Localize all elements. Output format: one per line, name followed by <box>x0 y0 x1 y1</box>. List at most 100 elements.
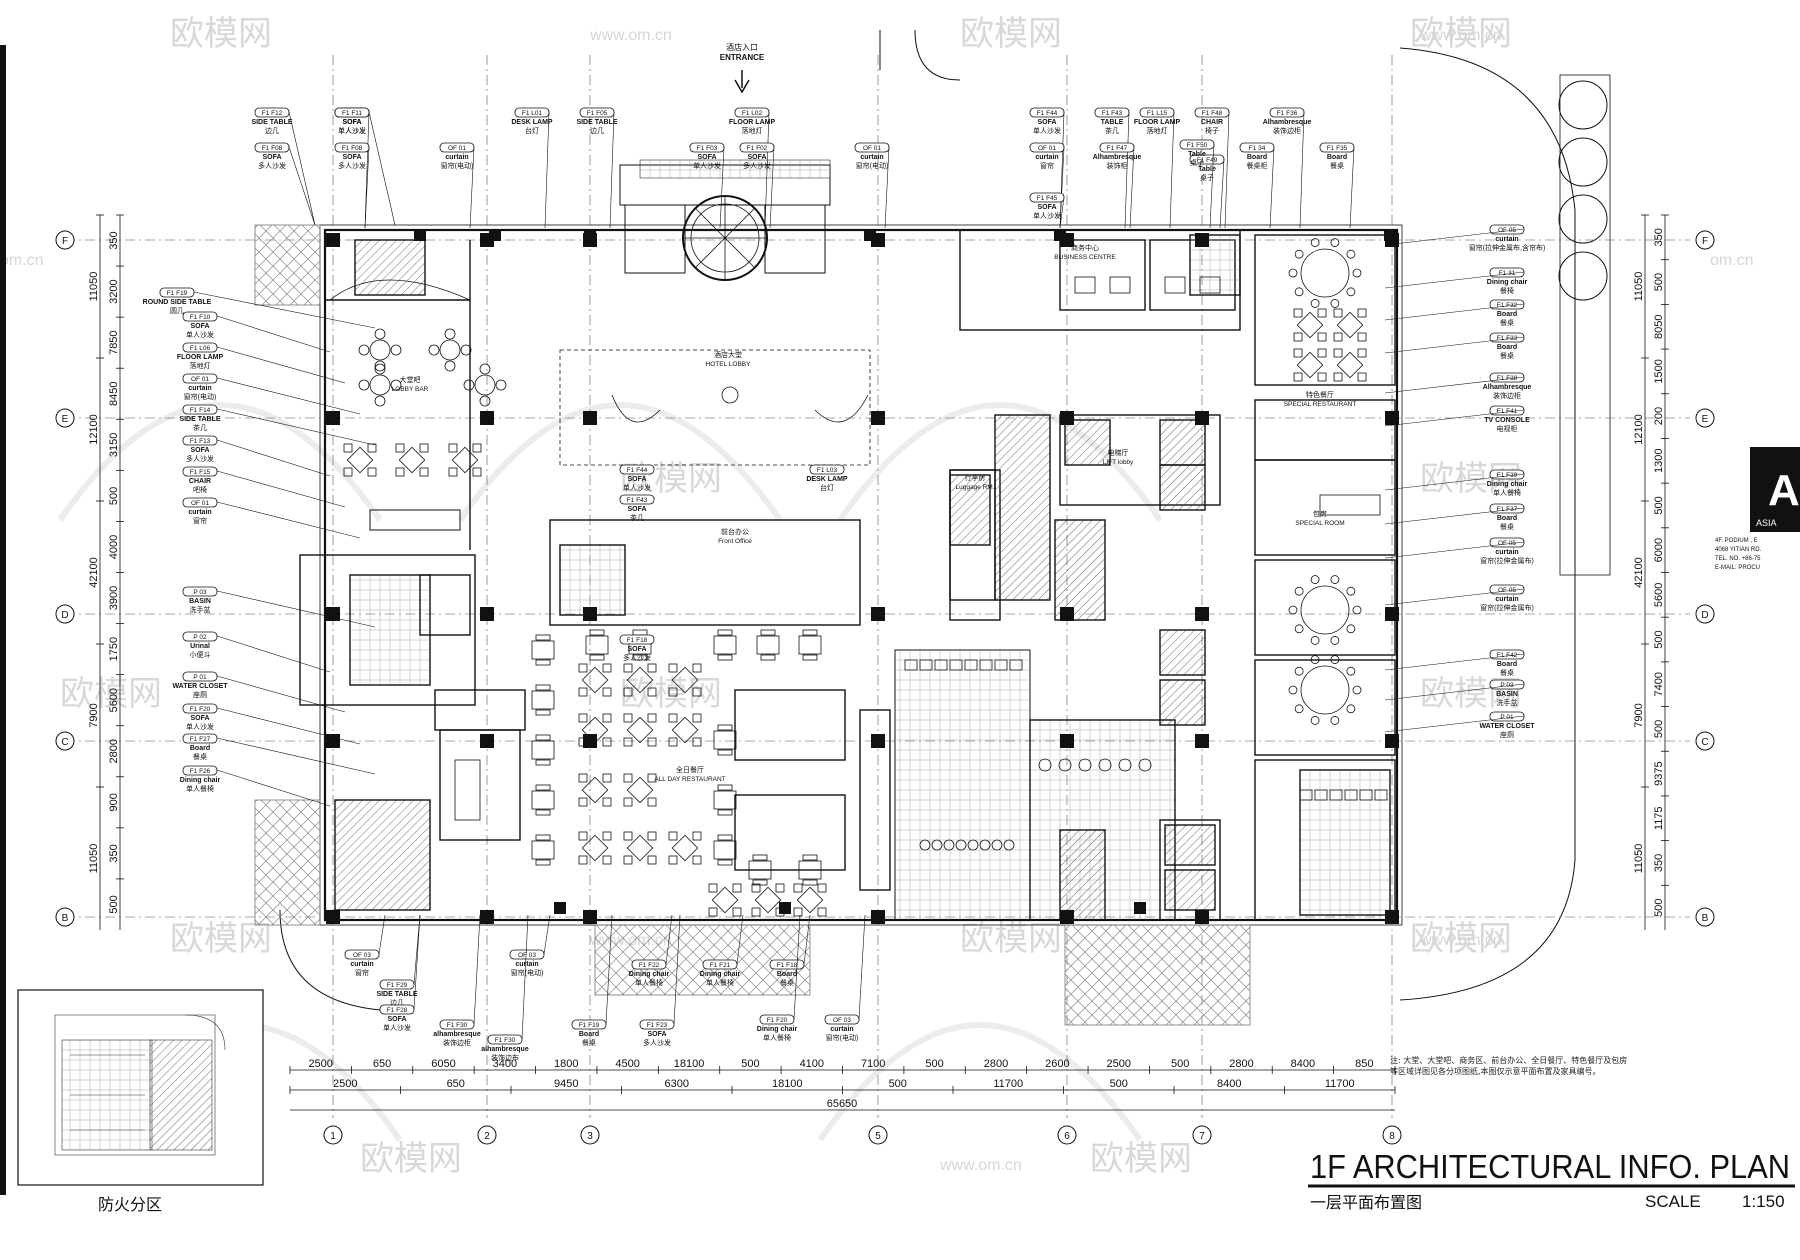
dining-table <box>626 716 654 744</box>
watermark-brand: 欧模网 <box>170 14 272 54</box>
dining-chair <box>395 467 405 477</box>
axis-label-row: F <box>62 236 68 247</box>
chair <box>717 654 733 661</box>
callout-name-cn: 椅子 <box>1205 126 1219 135</box>
kitchen-equipment <box>955 839 967 851</box>
callout-tag <box>769 959 805 970</box>
dining-chair <box>1317 308 1327 318</box>
lounge-chair <box>374 360 386 372</box>
desk <box>1074 276 1096 294</box>
dining-chair <box>775 907 785 917</box>
table-2p <box>531 640 555 660</box>
callout-leader <box>609 111 615 229</box>
callout-code: F1 F19 <box>579 1022 600 1029</box>
callout-name: SIDE TABLE <box>251 119 292 126</box>
callout-name-cn: 单人餐椅 <box>706 978 734 987</box>
callout-name-cn: 多人沙发 <box>338 161 366 170</box>
lounge-table <box>369 374 391 396</box>
chair <box>535 684 551 691</box>
dining-table <box>626 666 654 694</box>
callout-code: OF 01 <box>191 500 209 507</box>
dining-table <box>581 716 609 744</box>
axis-bubble-col <box>477 1125 497 1145</box>
callout-name: Alhambresque <box>1263 119 1312 126</box>
chair <box>717 749 733 756</box>
callout-name: curtain <box>1495 236 1518 243</box>
column <box>871 607 885 621</box>
callout-name-cn: 窗帘(拉伸金属布,含帘布) <box>1469 243 1546 252</box>
callout-name: DESK LAMP <box>806 476 848 483</box>
dining-chair <box>668 663 678 673</box>
callout-leader <box>216 769 331 807</box>
kitchen-equipment <box>919 659 933 671</box>
watermark-arc <box>837 402 1163 522</box>
kitchen-equipment <box>964 659 978 671</box>
interior-walls <box>299 229 1396 921</box>
dining-chair <box>692 713 702 723</box>
dining-chair <box>668 831 678 841</box>
room-label-cn: 商务中心 <box>1071 243 1099 252</box>
kitchen-equipment <box>1009 659 1023 671</box>
watermark-url: om.cn <box>1710 252 1754 269</box>
dimension-value: 350 <box>108 231 120 249</box>
chair <box>752 854 768 861</box>
dining-chair <box>1333 348 1343 358</box>
callout-name: SOFA <box>190 323 209 330</box>
dimension-value: 2500 <box>1107 1058 1131 1070</box>
callout-code: F1 F33 <box>1497 335 1518 342</box>
callout-code: F1 F23 <box>647 1022 668 1029</box>
callout-leader <box>1209 143 1215 229</box>
callout-name-cn: 桌子 <box>1190 158 1204 167</box>
room-label-cn: 包房 <box>1313 509 1327 518</box>
column <box>326 734 340 748</box>
callout-code: OF 05 <box>1498 540 1516 547</box>
dining-chair <box>1357 348 1367 358</box>
watermark-brand: 欧模网 <box>60 674 162 714</box>
callout-code: F1 31 <box>1499 270 1516 277</box>
lounge-chair <box>390 379 402 391</box>
callout-name: Board <box>1497 344 1517 351</box>
column <box>326 233 340 247</box>
callout-code: F1 F08 <box>262 145 283 152</box>
dimension-value: 12100 <box>88 414 100 445</box>
lounge-chair <box>374 328 386 340</box>
dimension-value: 500 <box>108 895 120 913</box>
column <box>779 902 791 914</box>
axis-label-row: B <box>1702 913 1709 924</box>
callout-code: OF 05 <box>1498 587 1516 594</box>
axis-bubble-row <box>55 604 75 624</box>
dimension-value: 3900 <box>108 586 120 610</box>
column <box>1385 411 1399 425</box>
watermark-url: om.cn <box>0 252 44 269</box>
dining-chair <box>602 797 612 807</box>
axis-bubble-col <box>1382 1125 1402 1145</box>
room-label-cn: 电梯厅 <box>1108 448 1129 457</box>
callout-name: curtain <box>188 385 211 392</box>
callout-name-cn: 单人沙发 <box>186 722 214 731</box>
callout-code: P 03 <box>1500 682 1514 689</box>
dimension-value: 350 <box>1653 854 1665 872</box>
callout-code: OF 03 <box>353 952 371 959</box>
dining-chair <box>578 831 588 841</box>
room-label-en: SPECIAL RESTAURANT <box>1284 401 1357 408</box>
dining-chair <box>1357 372 1367 382</box>
callout-tag <box>182 671 218 682</box>
logo-letter: A <box>1768 466 1800 515</box>
watermark-brand: 欧模网 <box>170 919 272 959</box>
axis-label-col: 1 <box>330 1131 336 1142</box>
chair <box>535 734 551 741</box>
dining-chair <box>623 737 633 747</box>
column <box>1195 411 1209 425</box>
callout-name: alhambresque <box>481 1046 529 1053</box>
callout-leader <box>1384 336 1525 354</box>
round-chair <box>1288 605 1298 615</box>
chair <box>717 724 733 731</box>
axis-label-col: 2 <box>484 1131 490 1142</box>
chair <box>802 654 818 661</box>
chair <box>535 634 551 641</box>
chair <box>535 809 551 816</box>
callout-leader <box>1169 111 1175 229</box>
dining-chair <box>692 737 702 747</box>
callout-tag <box>809 464 845 475</box>
